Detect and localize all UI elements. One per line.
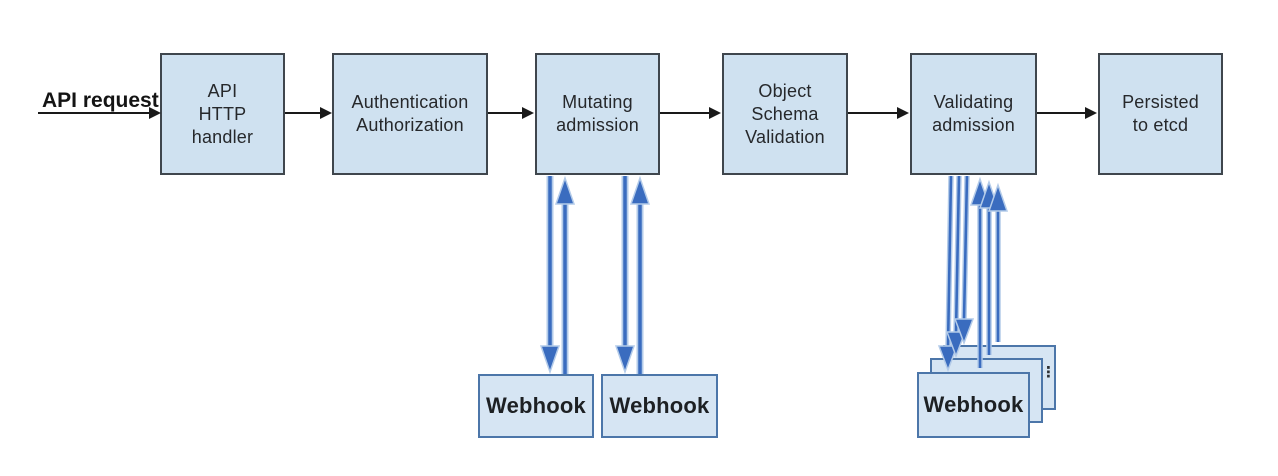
arrow-handler-to-auth-head bbox=[320, 107, 332, 119]
validating-call-arrow-1-shaft bbox=[946, 175, 953, 348]
halo-vdown-2 bbox=[953, 175, 962, 334]
validating-call-arrow-3-shaft bbox=[962, 175, 969, 321]
webhook-mutating-2-label: Webhook bbox=[609, 393, 710, 418]
node-api-http-handler: API HTTP handler bbox=[160, 53, 285, 175]
node-persisted-to-etcd: Persisted to etcd bbox=[1098, 53, 1223, 175]
arrow-validating-to-etcd-head bbox=[1085, 107, 1097, 119]
mutating-return-arrow-2-head bbox=[629, 175, 651, 205]
validating-call-arrow-3-head bbox=[953, 318, 975, 346]
node-mutating-admission-label: Mutating admission bbox=[556, 92, 639, 135]
more-webhooks-ellipsis: ⋮ bbox=[1041, 364, 1056, 381]
arrow-schema-to-validating-head bbox=[897, 107, 909, 119]
halo-vdown-1 bbox=[945, 175, 954, 348]
halo-vdown-3 bbox=[961, 175, 970, 321]
mutating-webhook-arrows bbox=[539, 175, 651, 375]
arrow-mutating-to-schema-head bbox=[709, 107, 721, 119]
validating-return-arrow-2-head bbox=[978, 179, 1000, 209]
validating-return-arrow-1-head bbox=[969, 176, 991, 206]
mutating-return-arrow-1-head bbox=[554, 175, 576, 205]
node-mutating-admission: Mutating admission bbox=[535, 53, 660, 175]
node-authentication-authorization-label: Authentication Authorization bbox=[351, 92, 469, 135]
webhook-mutating-1-label: Webhook bbox=[486, 393, 586, 418]
node-object-schema-validation: Object Schema Validation bbox=[722, 53, 848, 175]
webhook-validating-front-label: Webhook bbox=[923, 392, 1024, 417]
validating-webhook-arrows bbox=[937, 175, 1009, 373]
node-persisted-to-etcd-label: Persisted to etcd bbox=[1122, 92, 1199, 135]
validating-call-arrow-2-shaft bbox=[954, 175, 961, 334]
node-validating-admission: Validating admission bbox=[910, 53, 1037, 175]
validating-return-arrow-3-head bbox=[987, 182, 1009, 212]
mutating-call-arrow-2-head bbox=[614, 345, 636, 375]
validating-webhook-arrow-halos bbox=[945, 175, 1001, 368]
node-authentication-authorization: Authentication Authorization bbox=[332, 53, 488, 175]
node-validating-admission-label: Validating admission bbox=[932, 92, 1015, 135]
arrow-auth-to-mutating-head bbox=[522, 107, 534, 119]
node-api-http-handler-label: API HTTP handler bbox=[191, 80, 254, 147]
mutating-webhook-arrow-halos bbox=[546, 176, 644, 374]
api-request-label: API request bbox=[42, 89, 159, 112]
webhook-mutating-2: Webhook bbox=[601, 374, 718, 438]
mutating-call-arrow-1-head bbox=[539, 345, 561, 375]
webhook-mutating-1: Webhook bbox=[478, 374, 594, 438]
webhook-validating-front: Webhook bbox=[917, 372, 1030, 438]
node-object-schema-validation-label: Object Schema Validation bbox=[745, 80, 825, 147]
